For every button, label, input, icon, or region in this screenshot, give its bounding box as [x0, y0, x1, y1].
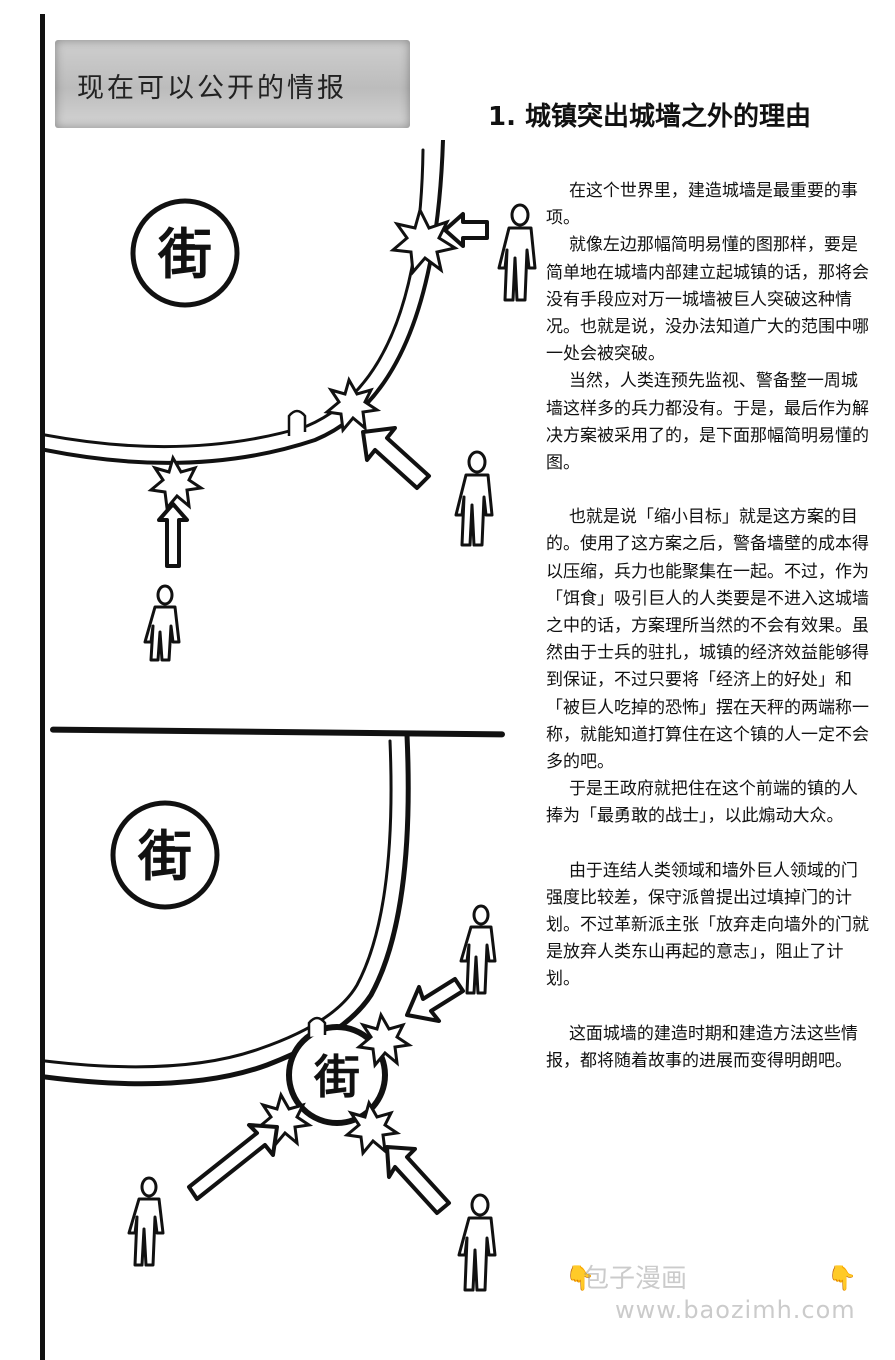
banner-title: 现在可以公开的情报	[77, 73, 347, 104]
human-figure-icon	[457, 1193, 497, 1292]
watermark-title: 包子漫画	[583, 1264, 688, 1294]
breach-burst	[343, 1099, 402, 1157]
breach-burst	[323, 376, 382, 434]
watermark: 👇 包子漫画 👇 www.baozimh.com	[565, 1252, 875, 1336]
arrow-icon	[157, 502, 189, 568]
article-paragraph: 在这个世界里，建造城墙是最重要的事项。	[546, 181, 858, 229]
town-label: 街	[157, 222, 212, 286]
arrow-icon	[385, 1145, 451, 1215]
diagram-protruding-town: 街 街	[45, 735, 497, 1292]
arrow-icon	[187, 1123, 279, 1201]
article-body: 在这个世界里，建造城墙是最重要的事项。就像左边那幅简明易懂的图那样，要是简单地在…	[546, 178, 871, 1075]
pointing-hand-icon: 👇	[565, 1264, 595, 1292]
titan-arrows	[187, 977, 465, 1215]
wall-outer	[45, 140, 445, 465]
arrow-icon	[361, 426, 431, 490]
gate-arch	[287, 409, 307, 436]
breach-burst	[255, 1091, 314, 1149]
town-marker: 街	[110, 800, 220, 910]
human-figure-icon	[127, 1176, 165, 1267]
town-label: 街	[137, 824, 192, 888]
breach-burst	[147, 454, 206, 512]
human-figures	[143, 203, 537, 662]
info-banner: 现在可以公开的情报	[55, 40, 410, 128]
small-town-marker: 街	[286, 1024, 388, 1126]
titan-arrows	[157, 212, 489, 568]
arrow-icon	[405, 977, 465, 1023]
section-heading: 1. 城镇突出城墙之外的理由	[488, 102, 812, 132]
wall-inner	[45, 739, 393, 1069]
article-paragraph: 就像左边那幅简明易懂的图那样，要是简单地在城墙内部建立起城镇的话，那将会没有手段…	[546, 235, 869, 365]
human-figure-icon	[459, 904, 497, 995]
breach-burst	[355, 1011, 414, 1069]
left-margin-rule	[40, 14, 45, 1360]
pointing-hand-icon: 👇	[827, 1264, 857, 1292]
human-figure-icon	[497, 203, 537, 302]
human-figure-icon	[454, 450, 494, 547]
town-label: 街	[313, 1050, 360, 1104]
article-paragraph: 这面城墙的建造时期和建造方法这些情报，都将随着故事的进展而变得明朗吧。	[546, 1023, 858, 1071]
article-paragraph: 于是王政府就把住在这个前端的镇的人捧为「最勇敢的战士」，以此煽动大众。	[546, 779, 858, 827]
article-paragraph: 也就是说「缩小目标」就是这方案的目的。使用了这方案之后，警备墙壁的成本得以压缩，…	[546, 507, 869, 773]
arrow-icon	[443, 212, 489, 248]
town-marker: 街	[130, 198, 240, 308]
human-figure-icon	[143, 584, 181, 662]
human-figures	[127, 904, 497, 1292]
breach-bursts	[255, 1011, 414, 1157]
diagram-wall-only: 街	[45, 140, 537, 662]
article-paragraph: 由于连结人类领域和墙外巨人领域的门强度比较差，保守派曾提出过填掉门的计划。不过革…	[546, 860, 869, 990]
gate-arch	[307, 1016, 327, 1037]
article-paragraph: 当然，人类连预先监视、警备整一周城墙这样多的兵力都没有。于是，最后作为解决方案被…	[546, 371, 869, 474]
watermark-url: www.baozimh.com	[615, 1296, 856, 1324]
breach-bursts	[147, 205, 459, 512]
breach-burst	[389, 205, 459, 276]
